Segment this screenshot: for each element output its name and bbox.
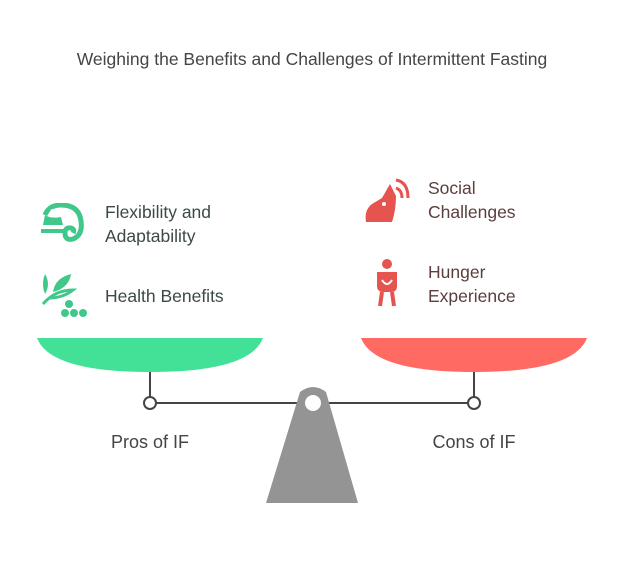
cons-label: Cons of IF (432, 432, 516, 452)
con-item-hunger: Hunger Experience (428, 260, 516, 308)
diagram-title: Weighing the Benefits and Challenges of … (76, 49, 548, 69)
chameleon-icon (41, 203, 84, 242)
cons-pivot (467, 396, 481, 410)
item-text: Adaptability (105, 226, 196, 246)
item-text: Challenges (428, 202, 516, 222)
fulcrum-pin (305, 395, 321, 411)
pros-pivot (143, 396, 157, 410)
howling-wolf-icon (365, 178, 410, 222)
item-text: Flexibility and (105, 202, 212, 222)
cons-pan (361, 338, 587, 372)
fulcrum (266, 387, 358, 503)
item-text: Experience (428, 286, 516, 306)
leaves-berries-icon (41, 274, 87, 317)
pros-pan (37, 338, 263, 372)
item-text: Hunger (428, 262, 486, 282)
pro-item-flexibility: Flexibility and Adaptability (105, 200, 211, 248)
con-item-social: Social Challenges (428, 176, 516, 224)
item-text: Health Benefits (105, 286, 224, 306)
pro-item-health: Health Benefits (105, 284, 224, 308)
item-text: Social (428, 178, 476, 198)
pros-label: Pros of IF (110, 432, 190, 452)
hungry-person-icon (377, 259, 397, 307)
